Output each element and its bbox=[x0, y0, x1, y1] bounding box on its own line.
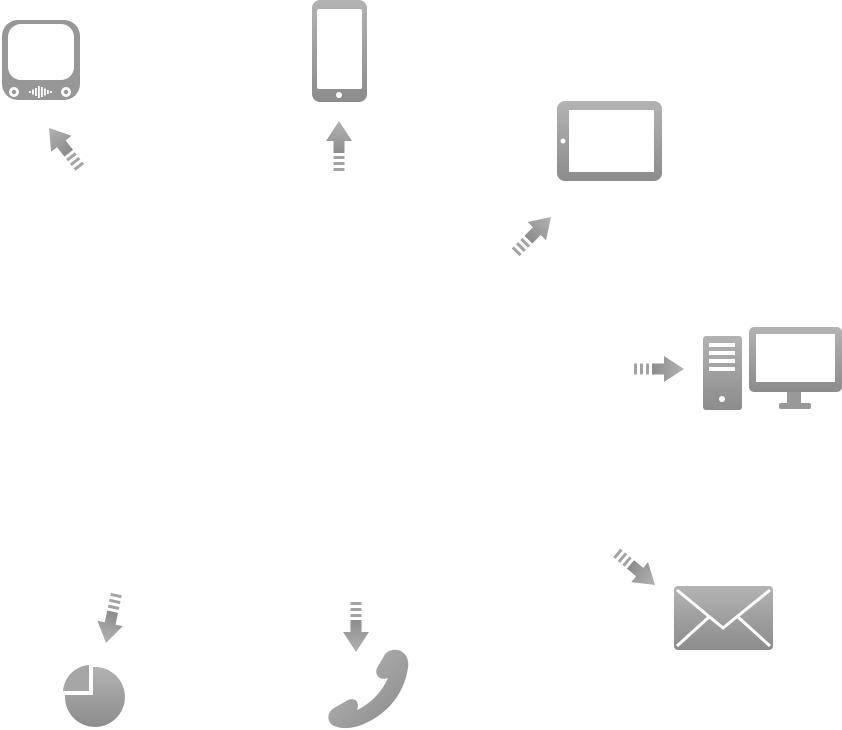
arrow-to-desktop bbox=[634, 356, 684, 382]
pie-chart-icon bbox=[63, 665, 125, 727]
arrow-to-envelope bbox=[608, 542, 664, 595]
telephone-handset-icon bbox=[328, 649, 409, 729]
smartphone-icon bbox=[312, 0, 367, 102]
desktop-computer-icon bbox=[703, 327, 842, 410]
arrow-to-telephone bbox=[343, 602, 369, 652]
arrow-to-smartphone bbox=[326, 121, 352, 171]
arrow-to-radio bbox=[38, 119, 91, 176]
arrow-to-tablet bbox=[506, 207, 561, 262]
arrow-to-pie-chart bbox=[93, 591, 130, 646]
radio-icon bbox=[2, 20, 80, 100]
envelope-icon bbox=[674, 586, 773, 650]
tablet-icon bbox=[557, 101, 662, 181]
